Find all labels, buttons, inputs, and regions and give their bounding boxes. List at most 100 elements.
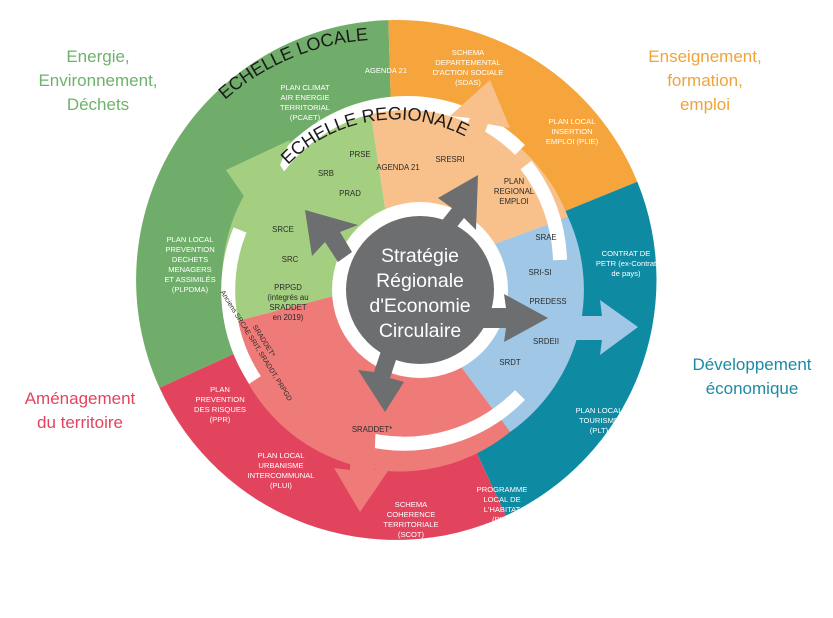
local-plpdma: PLAN LOCAL PREVENTION DECHETS MENAGERS E…: [164, 235, 215, 294]
svg-text:emploi: emploi: [680, 95, 730, 114]
svg-text:LOCAL DE: LOCAL DE: [483, 495, 520, 504]
local-pcaet: PLAN CLIMAT AIR ENERGIE TERRITORIAL (PCA…: [280, 83, 330, 122]
svg-text:DES RISQUES: DES RISQUES: [194, 405, 246, 414]
white-band-right: [520, 160, 567, 261]
local-plt: PLAN LOCAL TOURISME (PLT): [576, 406, 623, 435]
svg-text:PLAN LOCAL: PLAN LOCAL: [576, 406, 623, 415]
domain-green-title: Energie, Environnement, Déchets: [38, 47, 157, 114]
svg-text:PRPGD: PRPGD: [274, 283, 302, 292]
regional-prse: PRSE: [349, 150, 370, 159]
svg-text:(SDAS): (SDAS): [455, 78, 481, 87]
gray-arrow-up: [305, 210, 358, 262]
regional-sraddet-star: SRADDET*: [352, 425, 392, 434]
svg-text:en 2019): en 2019): [273, 313, 304, 322]
regional-predess: PREDESS: [529, 297, 566, 306]
svg-text:(PLT): (PLT): [590, 426, 609, 435]
svg-text:AIR ENERGIE: AIR ENERGIE: [281, 93, 330, 102]
svg-text:INSERTION: INSERTION: [551, 127, 592, 136]
svg-text:EMPLOI: EMPLOI: [499, 197, 528, 206]
svg-text:PLAN: PLAN: [210, 385, 230, 394]
svg-text:(integrés au: (integrés au: [267, 293, 308, 302]
svg-text:PLAN: PLAN: [504, 177, 524, 186]
svg-text:Développement: Développement: [692, 355, 811, 374]
regional-srdeii: SRDEII: [533, 337, 559, 346]
svg-text:TERRITORIALE: TERRITORIALE: [383, 520, 438, 529]
svg-text:TERRITORIAL: TERRITORIAL: [280, 103, 330, 112]
local-agenda21: AGENDA 21: [365, 66, 407, 75]
domain-teal-title: Développement économique: [692, 355, 811, 398]
svg-text:PREVENTION: PREVENTION: [195, 395, 244, 404]
local-scot: SCHEMA COHERENCE TERRITORIALE (SCOT): [383, 500, 438, 539]
gray-arrow-down: [358, 348, 404, 412]
local-plh: PROGRAMME LOCAL DE L'HABITAT (PLH): [477, 485, 528, 524]
arrow-orange-light: [450, 80, 510, 170]
local-petr: CONTRAT DE PETR (ex-Contrat de pays): [596, 249, 657, 278]
domain-red-title: Aménagement du territoire: [25, 389, 136, 432]
svg-text:L'HABITAT: L'HABITAT: [484, 505, 521, 514]
svg-text:PROGRAMME: PROGRAMME: [477, 485, 528, 494]
svg-text:Environnement,: Environnement,: [38, 71, 157, 90]
svg-text:SCHEMA: SCHEMA: [452, 48, 485, 57]
arrow-blue-light: [548, 300, 638, 355]
svg-text:REGIONAL: REGIONAL: [494, 187, 535, 196]
svg-text:Aménagement: Aménagement: [25, 389, 136, 408]
center-line-2: Régionale: [376, 270, 464, 292]
local-plui: PLAN LOCAL URBANISME INTERCOMMUNAL (PLUI…: [247, 451, 314, 490]
domain-orange-title: Enseignement, formation, emploi: [648, 47, 761, 114]
regional-sresri: SRESRI: [435, 155, 464, 164]
svg-text:de pays): de pays): [611, 269, 641, 278]
regional-srisi: SRI-SI: [529, 268, 552, 277]
svg-text:SCHEMA: SCHEMA: [395, 500, 428, 509]
svg-text:(PLH): (PLH): [492, 515, 512, 524]
center-circle: [346, 216, 494, 364]
svg-text:Déchets: Déchets: [67, 95, 129, 114]
svg-text:(PPR): (PPR): [210, 415, 231, 424]
svg-text:DECHETS: DECHETS: [172, 255, 208, 264]
local-ppr: PLAN PREVENTION DES RISQUES (PPR): [194, 385, 246, 424]
regional-srce: SRCE: [272, 225, 294, 234]
svg-text:DEPARTEMENTAL: DEPARTEMENTAL: [435, 58, 500, 67]
regional-src: SRC: [282, 255, 299, 264]
regional-srae: SRAE: [535, 233, 556, 242]
svg-text:PLAN LOCAL: PLAN LOCAL: [167, 235, 214, 244]
regional-agenda21: AGENDA 21: [376, 163, 419, 172]
center-line-4: Circulaire: [379, 320, 461, 342]
svg-text:(PLPDMA): (PLPDMA): [172, 285, 209, 294]
svg-text:SRADDET: SRADDET: [269, 303, 306, 312]
local-plie: PLAN LOCAL INSERTION EMPLOI (PLIE): [546, 117, 599, 146]
svg-text:(SCOT): (SCOT): [398, 530, 425, 539]
regional-srdt: SRDT: [499, 358, 520, 367]
svg-text:TOURISME: TOURISME: [579, 416, 619, 425]
svg-text:CONTRAT DE: CONTRAT DE: [602, 249, 651, 258]
center-line-1: Stratégie: [381, 245, 459, 267]
svg-text:Energie,: Energie,: [66, 47, 129, 66]
white-band-left: [221, 227, 261, 384]
gray-arrow-topright: [436, 175, 478, 238]
svg-text:(PCAET): (PCAET): [290, 113, 321, 122]
svg-text:INTERCOMMUNAL: INTERCOMMUNAL: [247, 471, 314, 480]
svg-text:formation,: formation,: [667, 71, 743, 90]
svg-text:MENAGERS: MENAGERS: [168, 265, 211, 274]
svg-text:Enseignement,: Enseignement,: [648, 47, 761, 66]
regional-pre: PLAN REGIONAL EMPLOI: [494, 177, 535, 206]
local-sdas: SCHEMA DEPARTEMENTAL D'ACTION SOCIALE (S…: [433, 48, 504, 87]
svg-text:PLAN CLIMAT: PLAN CLIMAT: [280, 83, 330, 92]
svg-text:D'ACTION SOCIALE: D'ACTION SOCIALE: [433, 68, 504, 77]
gray-arrow-right: [480, 294, 548, 342]
svg-text:EMPLOI (PLIE): EMPLOI (PLIE): [546, 137, 599, 146]
svg-text:(PLUI): (PLUI): [270, 481, 292, 490]
svg-text:économique: économique: [706, 379, 799, 398]
svg-text:URBANISME: URBANISME: [258, 461, 303, 470]
svg-text:COHERENCE: COHERENCE: [387, 510, 436, 519]
svg-text:PETR (ex-Contrat: PETR (ex-Contrat: [596, 259, 657, 268]
svg-text:PREVENTION: PREVENTION: [165, 245, 214, 254]
regional-srb: SRB: [318, 169, 334, 178]
arrow-red-light: [334, 420, 390, 512]
svg-text:PLAN LOCAL: PLAN LOCAL: [549, 117, 596, 126]
center-line-3: d'Economie: [369, 295, 470, 317]
regional-prpgd: PRPGD (integrés au SRADDET en 2019): [267, 283, 308, 322]
arrow-green-light: [226, 140, 310, 225]
svg-text:ET ASSIMILÉS: ET ASSIMILÉS: [164, 275, 215, 284]
regional-prad: PRAD: [339, 189, 361, 198]
